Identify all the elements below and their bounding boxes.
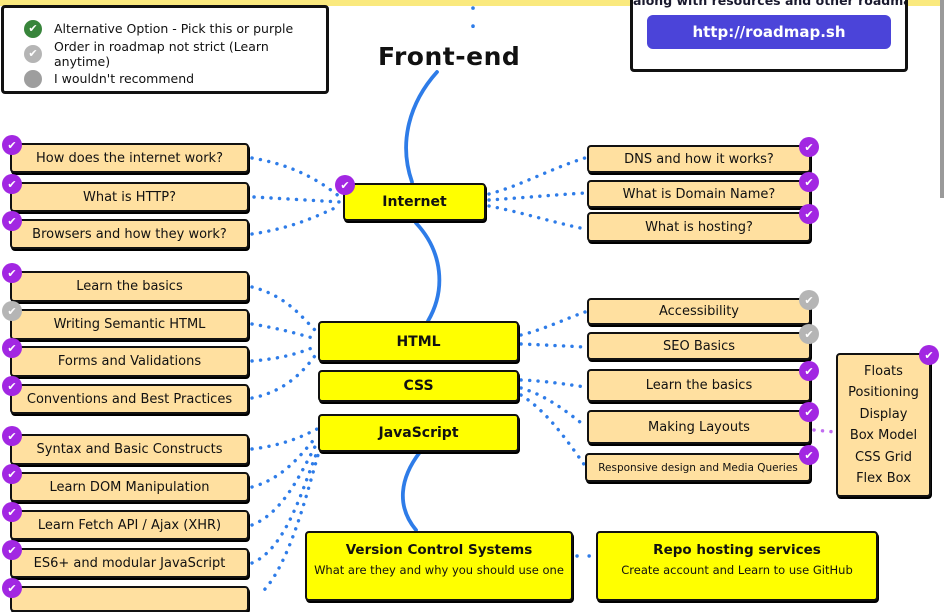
topic-label: What is HTTP? (83, 189, 176, 205)
topic-css-basics[interactable]: ✔ Learn the basics (587, 361, 819, 402)
check-badge-icon: ✔ (799, 290, 819, 310)
topic-dns[interactable]: ✔ DNS and how it works? (587, 137, 819, 173)
topic-label: Conventions and Best Practices (26, 391, 233, 407)
topic-label: ES6+ and modular JavaScript (33, 555, 226, 571)
topic-browsers[interactable]: ✔ Browsers and how they work? (2, 211, 249, 249)
node-label: HTML (396, 333, 441, 350)
topic-css-layout-list[interactable]: ✔ Floats Positioning Display Box Model C… (836, 345, 939, 497)
topic-label: Learn the basics (76, 279, 183, 294)
node-label: CSS (403, 378, 434, 394)
node-title: Repo hosting services (653, 542, 821, 558)
node-subtitle: Create account and Learn to use GitHub (621, 563, 853, 577)
list-item: Floats (864, 363, 903, 379)
topic-domain-name[interactable]: ✔ What is Domain Name? (587, 172, 819, 208)
list-item: Display (859, 406, 908, 422)
legend-item-order: ✔ Order in roadmap not strict (Learn any… (16, 38, 326, 69)
topic-conventions[interactable]: ✔ Conventions and Best Practices (2, 376, 249, 414)
topic-how-internet-works[interactable]: ✔ How does the internet work? (2, 135, 249, 173)
topic-making-layouts[interactable]: ✔ Making Layouts (587, 402, 819, 444)
legend-item-not-recommend: I wouldn't recommend (16, 66, 326, 91)
check-badge-icon: ✔ (335, 175, 355, 195)
node-css[interactable]: CSS (318, 370, 519, 402)
legend-item-alternative: ✔ Alternative Option - Pick this or purp… (16, 16, 326, 41)
topic-seo-basics[interactable]: ✔ SEO Basics (587, 324, 819, 360)
check-badge-icon: ✔ (799, 445, 819, 465)
check-badge-icon: ✔ (2, 174, 22, 194)
legend-label: I wouldn't recommend (54, 71, 195, 86)
list-item: CSS Grid (855, 449, 912, 465)
topic-hosting[interactable]: ✔ What is hosting? (587, 204, 819, 242)
topic-semantic-html[interactable]: ✔ Writing Semantic HTML (2, 301, 249, 340)
node-internet[interactable]: ✔ Internet (335, 175, 486, 221)
topic-label: Forms and Validations (57, 354, 202, 369)
check-badge-icon: ✔ (2, 540, 22, 560)
check-badge-icon: ✔ (2, 376, 22, 396)
topic-forms-validations[interactable]: ✔ Forms and Validations (2, 338, 249, 377)
check-badge-icon: ✔ (2, 211, 22, 231)
check-badge-icon: ✔ (919, 345, 939, 365)
node-javascript[interactable]: JavaScript (318, 414, 519, 452)
node-repo-hosting[interactable]: Repo hosting services Create account and… (596, 531, 878, 601)
topic-label: Responsive design and Media Queries (598, 461, 798, 474)
check-badge-icon: ✔ (799, 324, 819, 344)
topic-dom-manipulation[interactable]: ✔ Learn DOM Manipulation (2, 464, 249, 502)
topic-label: Learn Fetch API / Ajax (XHR) (37, 517, 222, 533)
check-badge-icon: ✔ (2, 502, 22, 522)
topic-html-basics[interactable]: ✔ Learn the basics (2, 263, 249, 302)
connector-lines (250, 6, 837, 592)
page-title: Front-end (378, 42, 521, 71)
topic-partial[interactable]: ✔ (2, 578, 249, 612)
gray-dot-icon (24, 69, 42, 88)
check-badge-icon: ✔ (2, 301, 22, 321)
check-badge-icon: ✔ (2, 263, 22, 283)
topic-label: Learn the basics (645, 378, 753, 393)
check-badge-icon: ✔ (799, 361, 819, 381)
topic-label: Writing Semantic HTML (53, 317, 206, 332)
check-badge-icon: ✔ (2, 135, 22, 155)
gray-check-icon: ✔ (24, 44, 42, 63)
node-subtitle: What are they and why you should use one (314, 563, 564, 577)
node-title: Version Control Systems (345, 542, 533, 558)
roadmap-link-button[interactable]: http://roadmap.sh (647, 15, 891, 49)
legend-label: Order in roadmap not strict (Learn anyti… (54, 38, 269, 69)
topic-accessibility[interactable]: ✔ Accessibility (587, 290, 819, 325)
topic-label: SEO Basics (662, 338, 736, 354)
check-badge-icon: ✔ (799, 137, 819, 157)
node-version-control[interactable]: Version Control Systems What are they an… (305, 531, 573, 601)
check-badge-icon: ✔ (799, 402, 819, 422)
topic-label: What is Domain Name? (622, 186, 776, 202)
topic-label: Making Layouts (648, 419, 750, 435)
topic-js-syntax[interactable]: ✔ Syntax and Basic Constructs (2, 426, 249, 465)
legend-box: ✔ Alternative Option - Pick this or purp… (1, 5, 329, 94)
topic-label: Accessibility (659, 304, 739, 319)
topic-label: How does the internet work? (36, 150, 223, 166)
check-badge-icon: ✔ (799, 172, 819, 192)
topic-label: Syntax and Basic Constructs (36, 442, 223, 457)
check-badge-icon: ✔ (2, 578, 22, 598)
topic-responsive-design[interactable]: ✔ Responsive design and Media Queries (585, 445, 819, 482)
topic-es6-modular[interactable]: ✔ ES6+ and modular JavaScript (2, 540, 249, 578)
banner-cut-text: along with resources and other roadmaps (633, 0, 908, 8)
check-badge-icon: ✔ (2, 338, 22, 358)
node-label: Internet (382, 194, 447, 210)
topic-label: DNS and how it works? (624, 151, 774, 167)
legend-label: Alternative Option - Pick this or purple (54, 21, 294, 36)
check-badge-icon: ✔ (2, 426, 22, 446)
node-html[interactable]: HTML (318, 321, 519, 362)
green-check-icon: ✔ (24, 19, 42, 38)
topic-label: Learn DOM Manipulation (49, 479, 210, 495)
check-badge-icon: ✔ (799, 204, 819, 224)
check-badge-icon: ✔ (2, 464, 22, 484)
scrollbar-strip[interactable] (940, 0, 944, 198)
node-label: JavaScript (378, 425, 459, 441)
list-item: Positioning (848, 385, 919, 400)
list-item: Flex Box (856, 471, 911, 486)
list-item: Box Model (849, 428, 918, 443)
topic-fetch-ajax[interactable]: ✔ Learn Fetch API / Ajax (XHR) (2, 502, 249, 540)
roadmap-banner: along with resources and other roadmaps … (630, 0, 908, 72)
topic-label: Browsers and how they work? (32, 226, 227, 242)
top-banner-strip (0, 0, 944, 6)
topic-what-is-http[interactable]: ✔ What is HTTP? (2, 174, 249, 212)
topic-label: What is hosting? (645, 219, 753, 235)
